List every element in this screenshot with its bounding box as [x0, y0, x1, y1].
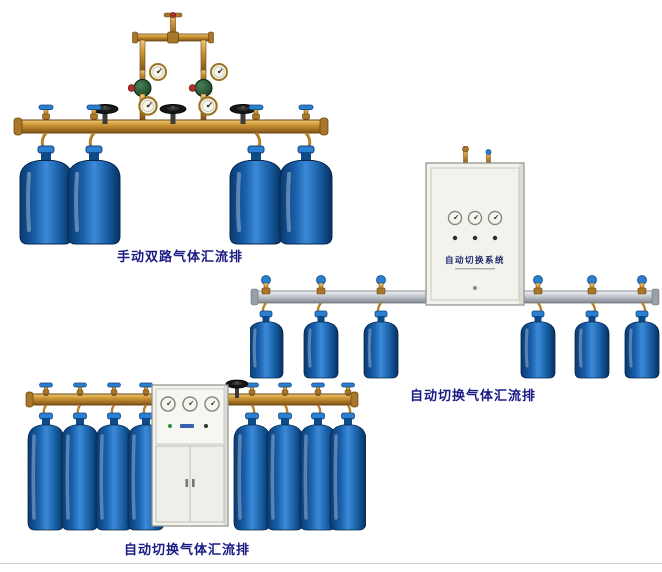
panel-knob: [492, 235, 498, 241]
pressure-regulator-right: [188, 63, 228, 121]
cylinder-valve: [533, 275, 543, 295]
caption-auto-switch-manifold: 自动切换气体汇流排: [409, 389, 536, 404]
gas-cylinder: [328, 411, 366, 532]
cylinder-valve: [587, 275, 597, 295]
cabinet-label: 自动切换系统: [445, 255, 505, 266]
gas-cylinder: [66, 144, 122, 246]
door-handle: [192, 479, 195, 487]
pressure-gauge: [210, 63, 228, 81]
cabinet-lock: [473, 286, 477, 290]
panel-gauge: [204, 396, 220, 412]
panel-knob: [204, 424, 208, 428]
gas-cylinder: [94, 411, 134, 532]
pressure-gauge: [198, 96, 218, 116]
header-pipe-assembly: [132, 12, 214, 73]
gas-cylinder: [302, 309, 340, 380]
panel-gauge: [467, 210, 483, 226]
page-divider: [0, 563, 662, 564]
gas-cylinder: [519, 309, 557, 380]
top-fitting: [462, 146, 469, 153]
cylinder-valve: [261, 275, 271, 295]
panel-marking: [180, 424, 194, 428]
panel-knob: [452, 235, 458, 241]
cylinder-valve: [637, 275, 647, 295]
pressure-gauge: [149, 63, 167, 81]
control-cabinet-2: [151, 384, 229, 527]
gas-cylinder: [232, 411, 272, 532]
cylinder-valve: [38, 104, 54, 121]
panel-gauge: [487, 210, 503, 226]
gas-cylinder: [26, 411, 66, 532]
cylinder-valve: [298, 104, 314, 121]
cabinet-sublabel-line: [455, 268, 495, 270]
pressure-gauge: [138, 96, 158, 116]
control-cabinet: 自动切换系统: [425, 146, 525, 306]
gas-cylinder: [250, 309, 285, 380]
cabinet-door-left: [155, 445, 191, 523]
panel-gauge: [182, 396, 198, 412]
indicator-light-green: [168, 424, 172, 428]
panel-knob: [472, 235, 478, 241]
door-handle: [185, 479, 189, 487]
gas-cylinder: [362, 309, 400, 380]
top-valve-knob: [170, 12, 176, 18]
panel-gauge: [447, 210, 463, 226]
caption-manual-dual-manifold: 手动双路气体汇流排: [116, 250, 243, 265]
gas-cylinder: [265, 411, 305, 532]
pressure-regulator-left: [127, 63, 167, 121]
illustration-auto-switch-manifold-2: [25, 379, 366, 532]
caption-auto-switch-manifold-2: 自动切换气体汇流排: [123, 543, 250, 558]
top-fitting: [485, 149, 492, 155]
cabinet-door-right: [189, 445, 225, 523]
panel-gauge: [160, 396, 176, 412]
cylinder-valve: [376, 275, 386, 295]
cylinder-valve: [316, 275, 326, 295]
gas-cylinder: [573, 309, 611, 380]
gas-cylinder: [18, 144, 74, 246]
gas-cylinder: [623, 309, 661, 380]
illustration-auto-switch-manifold: 自动切换系统: [250, 146, 661, 380]
gas-cylinder: [60, 411, 100, 532]
illustration-manual-dual-manifold: [13, 12, 334, 246]
